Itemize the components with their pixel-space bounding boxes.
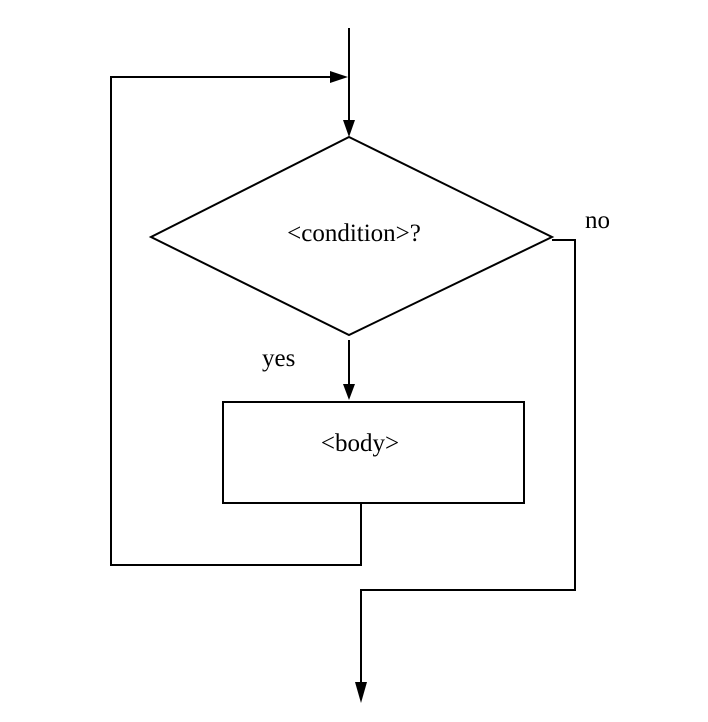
entry-arrowhead xyxy=(343,120,355,137)
no-label: no xyxy=(585,207,610,234)
exit-arrowhead xyxy=(355,682,367,703)
yes-arrowhead xyxy=(343,384,355,400)
decision-label: <condition>? xyxy=(287,220,421,247)
yes-label: yes xyxy=(262,345,295,372)
no-line xyxy=(360,239,576,682)
loop-back-arrowhead xyxy=(330,71,348,83)
loop-back-line xyxy=(110,76,362,566)
decision-diamond xyxy=(148,135,555,337)
body-box xyxy=(222,401,525,504)
body-label: <body> xyxy=(321,430,399,457)
